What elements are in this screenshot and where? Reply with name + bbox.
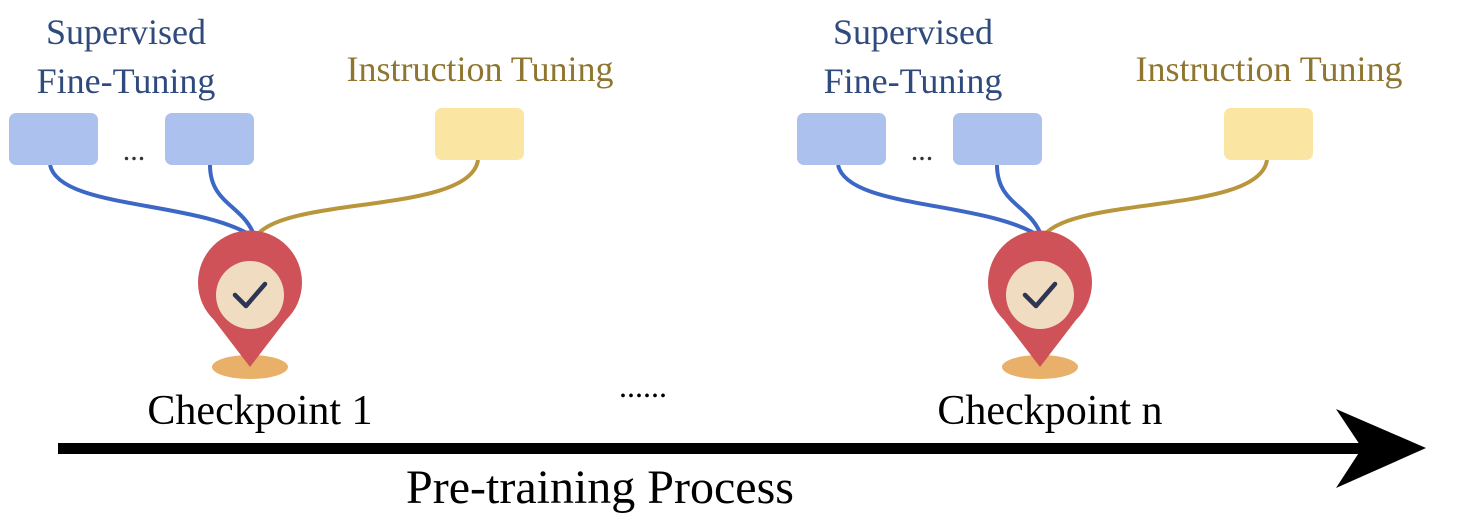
sft-label-line1: Supervised — [46, 12, 206, 52]
sft-task-box-2 — [953, 113, 1042, 165]
sft-task-box-2 — [165, 113, 254, 165]
sft-label-line1: Supervised — [833, 12, 993, 52]
checkpoint-group-1: Supervised Fine-Tuning Instruction Tunin… — [9, 12, 614, 434]
sft-label-line2: Fine-Tuning — [37, 61, 216, 101]
instruction-tuning-connector — [253, 159, 480, 240]
sft-task-box-1 — [797, 113, 886, 165]
sft-task-box-1 — [9, 113, 98, 165]
checkpoint-label: Checkpoint 1 — [147, 388, 372, 434]
ellipsis-icon: ...... — [619, 368, 667, 404]
sft-ellipsis: ... — [123, 134, 146, 167]
sft-ellipsis: ... — [911, 134, 934, 167]
instruction-tuning-label: Instruction Tuning — [346, 49, 613, 89]
sft-connector-1 — [836, 164, 1044, 240]
sft-connector-1 — [48, 164, 257, 240]
instruction-task-box — [1224, 108, 1313, 160]
sft-connector-2 — [208, 164, 257, 239]
checkpoint-group-n: Supervised Fine-Tuning Instruction Tunin… — [797, 12, 1403, 434]
timeline-arrow — [58, 409, 1426, 488]
checkpoint-label: Checkpoint n — [937, 388, 1162, 434]
instruction-tuning-label: Instruction Tuning — [1135, 49, 1402, 89]
location-pin-check-icon — [987, 230, 1092, 379]
instruction-task-box — [435, 108, 524, 160]
sft-label-line2: Fine-Tuning — [824, 61, 1003, 101]
sft-connector-2 — [995, 164, 1044, 239]
instruction-tuning-connector — [1040, 159, 1269, 240]
location-pin-check-icon — [198, 230, 302, 379]
axis-label: Pre-training Process — [406, 461, 794, 514]
